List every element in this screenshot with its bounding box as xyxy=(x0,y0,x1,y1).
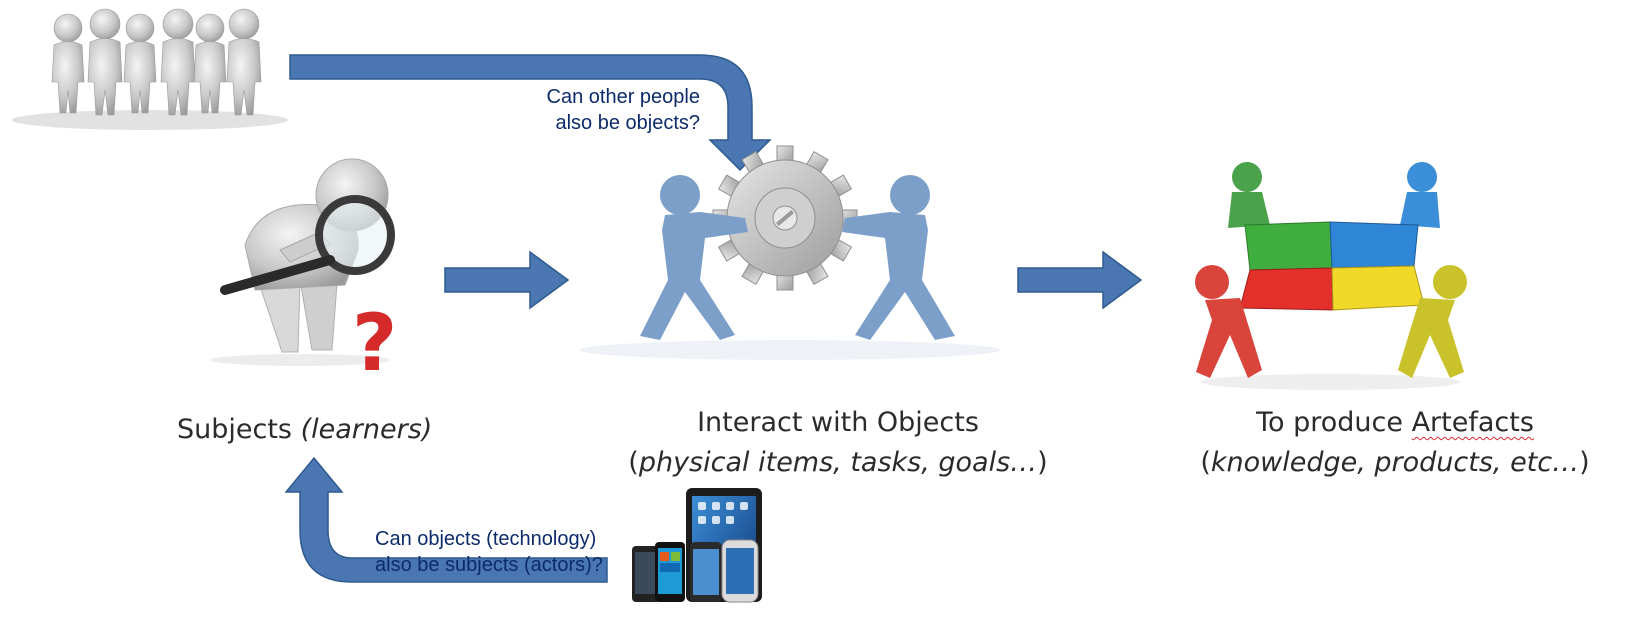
technology-to-subjects-arrow xyxy=(284,456,608,583)
figures-turning-gear-icon xyxy=(580,145,1000,360)
subjects-to-objects-arrow xyxy=(444,250,570,310)
artefacts-label: To produce Artefacts (knowledge, product… xyxy=(1150,403,1638,483)
objects-label: Interact with Objects (physical items, t… xyxy=(598,403,1078,483)
people-question: Can other people also be objects? xyxy=(510,84,700,136)
artefacts-label-line2: (knowledge, products, etc…) xyxy=(1150,443,1638,483)
group-of-people-icon xyxy=(12,8,288,130)
subjects-label-main: Subjects xyxy=(177,414,293,445)
artefacts-label-word: Artefacts xyxy=(1411,407,1534,438)
artefacts-label-prefix: To produce xyxy=(1256,407,1412,438)
technology-question-line1: Can objects (technology) xyxy=(375,528,597,550)
people-question-line2: also be objects? xyxy=(555,112,700,134)
objects-close-paren: ) xyxy=(1037,447,1048,478)
objects-to-artefacts-arrow xyxy=(1017,250,1143,310)
svg-text:?: ? xyxy=(352,299,397,389)
subjects-label-detail: (learners) xyxy=(300,414,433,445)
objects-label-line2: (physical items, tasks, goals…) xyxy=(598,443,1078,483)
objects-label-detail: physical items, tasks, goals… xyxy=(638,447,1038,478)
artefacts-label-detail: knowledge, products, etc… xyxy=(1210,447,1580,478)
technology-question-line2: also be subjects (actors)? xyxy=(375,554,603,576)
mobile-devices-icon xyxy=(632,488,762,603)
artefacts-label-line1: To produce Artefacts xyxy=(1150,403,1638,443)
artefacts-close-paren: ) xyxy=(1579,447,1590,478)
puzzle-team-icon xyxy=(1195,162,1467,390)
magnifying-glass-figure-icon xyxy=(210,158,395,366)
artefacts-open-paren: ( xyxy=(1200,447,1211,478)
subjects-label: Subjects (learners) xyxy=(177,414,432,445)
objects-open-paren: ( xyxy=(628,447,639,478)
objects-label-line1: Interact with Objects xyxy=(697,407,979,438)
question-mark-icon: ? xyxy=(352,299,397,389)
technology-question: Can objects (technology) also be subject… xyxy=(375,526,603,578)
people-question-line1: Can other people xyxy=(546,86,700,108)
